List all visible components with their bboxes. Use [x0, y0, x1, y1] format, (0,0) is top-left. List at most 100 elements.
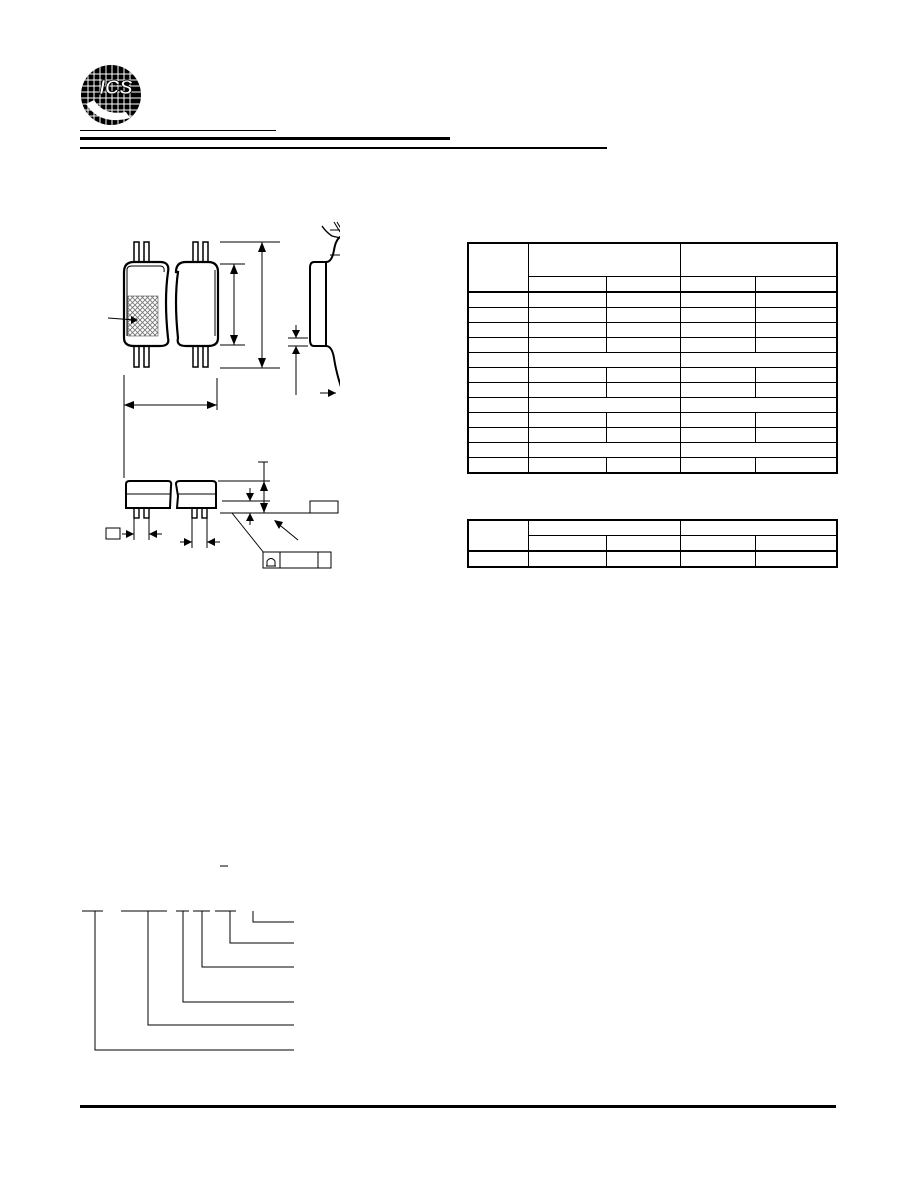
table-cell	[605, 457, 681, 474]
table-subheader-row	[468, 276, 838, 293]
table-row	[467, 307, 838, 323]
table-cell	[527, 367, 607, 383]
header-rule-medium	[80, 137, 450, 140]
table-cell	[527, 337, 607, 353]
table-header-row	[467, 242, 838, 293]
table-cell	[679, 322, 756, 338]
table-row	[467, 442, 838, 458]
table-cell	[467, 382, 529, 398]
header-group-cell	[679, 519, 838, 536]
table-cell	[605, 412, 681, 428]
table-cell	[527, 382, 607, 398]
package-drawing	[100, 215, 340, 580]
table-row	[467, 291, 838, 308]
table-cell	[527, 307, 607, 323]
table-subheader-row	[468, 535, 838, 552]
table-row	[467, 322, 838, 338]
table-cell	[679, 367, 756, 383]
table-cell	[679, 352, 838, 368]
table-row	[467, 397, 838, 413]
table-cell	[527, 352, 681, 368]
table-header-row	[467, 519, 838, 552]
table-cell	[679, 457, 756, 474]
table-cell	[754, 367, 838, 383]
header-max-cell	[754, 276, 838, 293]
table-cell	[679, 397, 838, 413]
table-cell	[754, 550, 838, 568]
table-cell	[754, 412, 838, 428]
header-group-cell	[527, 519, 681, 536]
ordering-diagram	[78, 855, 300, 1055]
table-cell	[527, 427, 607, 443]
table-cell	[467, 352, 529, 368]
table-cell	[527, 412, 607, 428]
table-cell	[527, 442, 681, 458]
table-cell	[467, 457, 529, 474]
table-row	[467, 427, 838, 443]
header-group-cell	[679, 242, 838, 277]
table-row	[467, 352, 838, 368]
table-cell	[527, 550, 607, 568]
table-cell	[527, 457, 607, 474]
table-cell	[527, 291, 607, 308]
table-cell	[605, 382, 681, 398]
table-cell	[605, 337, 681, 353]
header-min-cell	[527, 276, 607, 293]
table-cell	[605, 367, 681, 383]
table-cell	[527, 397, 681, 413]
table-cell	[605, 291, 681, 308]
table-row	[467, 367, 838, 383]
header-symbol-cell	[467, 242, 529, 293]
table-cell	[467, 322, 529, 338]
dimensions-table	[467, 242, 838, 474]
header-max-cell	[754, 535, 838, 552]
table-cell	[605, 427, 681, 443]
header-rule-short	[80, 130, 276, 131]
package-outline-svg	[105, 221, 340, 569]
header-min-cell	[679, 276, 756, 293]
logo: ICS	[80, 64, 142, 126]
table-cell	[467, 291, 529, 308]
table-cell	[605, 307, 681, 323]
table-cell	[467, 337, 529, 353]
table-cell	[679, 307, 756, 323]
table-cell	[754, 427, 838, 443]
table-cell	[754, 382, 838, 398]
table-cell	[467, 307, 529, 323]
table-cell	[679, 427, 756, 443]
table-cell	[605, 550, 681, 568]
table-cell	[467, 550, 529, 568]
table-cell	[754, 457, 838, 474]
table-cell	[754, 307, 838, 323]
table-cell	[605, 322, 681, 338]
header-group-cell	[527, 242, 681, 277]
header-max-cell	[605, 535, 681, 552]
table-cell	[679, 291, 756, 308]
table-cell	[467, 442, 529, 458]
table-row	[467, 550, 838, 568]
table-row	[467, 412, 838, 428]
table-row	[467, 382, 838, 398]
variations-table	[467, 519, 838, 568]
header-symbol-cell	[467, 519, 529, 552]
logo-text: ICS	[99, 77, 133, 99]
table-cell	[527, 322, 607, 338]
table-cell	[679, 442, 838, 458]
header-min-cell	[679, 535, 756, 552]
table-cell	[754, 322, 838, 338]
table-cell	[679, 337, 756, 353]
table-cell	[467, 412, 529, 428]
table-row	[467, 337, 838, 353]
table-cell	[467, 427, 529, 443]
table-cell	[679, 382, 756, 398]
table-cell	[754, 337, 838, 353]
footer-rule	[80, 1105, 836, 1108]
ordering-diagram-svg	[82, 865, 294, 1051]
header-max-cell	[605, 276, 681, 293]
table-cell	[679, 550, 756, 568]
ics-logo-icon: ICS	[81, 65, 141, 125]
table-cell	[754, 291, 838, 308]
header-rule-long	[80, 147, 607, 149]
table-cell	[467, 367, 529, 383]
table-cell	[679, 412, 756, 428]
